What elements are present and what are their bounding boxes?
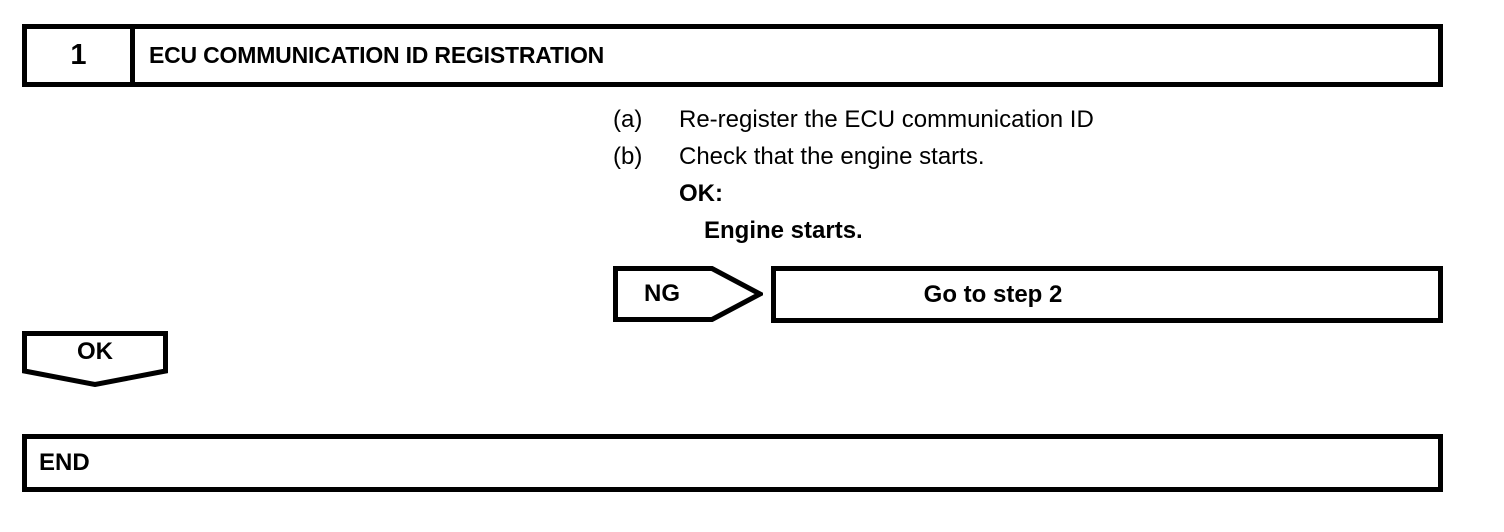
instruction-text: Engine starts. [704, 217, 863, 244]
ok-arrow-icon [22, 331, 168, 387]
ok-branch-arrow: OK [22, 331, 168, 387]
instruction-marker: (a) [613, 106, 643, 133]
step-title: ECU COMMUNICATION ID REGISTRATION [149, 42, 605, 68]
instruction-item-ok-label: OK: [613, 180, 1373, 217]
instruction-list: (a) Re-register the ECU communication ID… [613, 106, 1373, 254]
step-number-cell: 1 [27, 29, 135, 82]
step-header: 1 ECU COMMUNICATION ID REGISTRATION [22, 24, 1443, 87]
instruction-item-a: (a) Re-register the ECU communication ID [613, 106, 1373, 143]
step-title-cell: ECU COMMUNICATION ID REGISTRATION [135, 29, 1438, 82]
goto-step-label: Go to step 2 [923, 280, 1063, 308]
instruction-marker: (b) [613, 143, 643, 170]
instruction-text: OK: [679, 180, 723, 207]
ng-arrow-icon [613, 266, 763, 322]
step-number: 1 [70, 39, 87, 71]
end-label: END [39, 449, 90, 476]
instruction-item-ok-criteria: Engine starts. [613, 217, 1373, 254]
ng-branch-arrow: NG [613, 266, 763, 322]
goto-step-box: Go to step 2 [771, 266, 1443, 323]
instruction-text: Re-register the ECU communication ID [679, 106, 1094, 133]
instruction-item-b: (b) Check that the engine starts. [613, 143, 1373, 180]
instruction-text: Check that the engine starts. [679, 143, 985, 170]
end-box: END [22, 434, 1443, 492]
